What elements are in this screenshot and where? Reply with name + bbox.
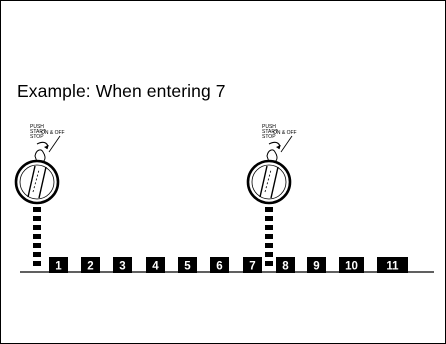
key-6-label: 6 bbox=[216, 261, 222, 273]
key-11-label: 11 bbox=[386, 261, 399, 273]
left-dial: PUSH START STOP ON & OFF bbox=[14, 124, 65, 205]
right-dial-pointer-line bbox=[280, 135, 293, 153]
right-dial-finger-icon bbox=[266, 149, 278, 163]
key-9-label: 9 bbox=[313, 261, 319, 273]
key-2-label: 2 bbox=[87, 261, 93, 273]
key-7: 7 bbox=[243, 257, 262, 273]
left-dial-knob bbox=[14, 159, 60, 205]
key-3-label: 3 bbox=[119, 261, 125, 273]
key-2: 2 bbox=[81, 257, 100, 273]
key-4-label: 4 bbox=[152, 261, 159, 273]
left-dial-pointer-line bbox=[48, 135, 61, 153]
key-8-label: 8 bbox=[282, 261, 289, 273]
left-connector-dashes bbox=[33, 207, 41, 266]
key-11-box bbox=[377, 257, 408, 273]
key-9: 9 bbox=[307, 257, 326, 273]
example-caption: Example: When entering 7 bbox=[17, 81, 226, 101]
key-7-label: 7 bbox=[249, 261, 255, 273]
left-dial-label-stop: STOP bbox=[30, 134, 44, 140]
key-3: 3 bbox=[113, 257, 132, 273]
right-dial-knob bbox=[246, 159, 292, 205]
right-dial-label-on-off: ON & OFF bbox=[273, 130, 297, 136]
key-4: 4 bbox=[146, 257, 165, 273]
key-6-box bbox=[210, 257, 229, 273]
key-10-box bbox=[339, 257, 364, 273]
left-dial-finger-icon bbox=[34, 149, 46, 163]
left-dial-label-on-off: ON & OFF bbox=[41, 130, 65, 136]
left-dial-label-push: PUSH bbox=[30, 124, 44, 130]
key-7-box bbox=[243, 257, 262, 273]
right-dial: PUSH START STOP ON & OFF bbox=[246, 124, 297, 205]
right-connector-dashes bbox=[265, 207, 273, 266]
right-dial-label-stop: STOP bbox=[262, 134, 276, 140]
key-1-label: 1 bbox=[55, 261, 62, 273]
key-3-box bbox=[113, 257, 132, 273]
right-dial-label-start: START bbox=[262, 129, 278, 135]
key-4-box bbox=[146, 257, 165, 273]
key-9-box bbox=[307, 257, 326, 273]
right-dial-label-push: PUSH bbox=[262, 124, 276, 130]
left-dial-label-start: START bbox=[30, 129, 46, 135]
key-6: 6 bbox=[210, 257, 229, 273]
key-8: 8 bbox=[276, 257, 295, 273]
key-1: 1 bbox=[49, 257, 68, 273]
key-11: 11 bbox=[377, 257, 408, 273]
key-8-box bbox=[276, 257, 295, 273]
key-2-box bbox=[81, 257, 100, 273]
key-10: 10 bbox=[339, 257, 364, 273]
key-5-box bbox=[178, 257, 197, 273]
key-10-label: 10 bbox=[345, 261, 358, 273]
key-5: 5 bbox=[178, 257, 197, 273]
key-5-label: 5 bbox=[184, 261, 191, 273]
key-1-box bbox=[49, 257, 68, 273]
